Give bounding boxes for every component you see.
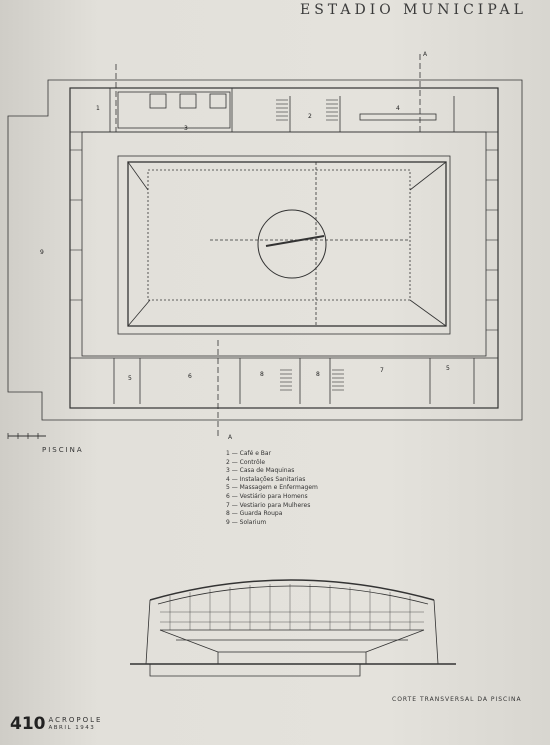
magazine-title: ACROPOLE (48, 716, 103, 724)
legend-item: 3 — Casa de Maquinas (226, 467, 295, 475)
pool-basin (127, 161, 447, 327)
pool-section (217, 651, 367, 665)
room-number: 7 (380, 367, 384, 374)
room-number: 8 (260, 371, 264, 378)
inner-ring (81, 131, 487, 357)
diving-well (257, 209, 327, 279)
legend-item: 4 — Instalações Sanitarias (226, 475, 306, 483)
legend-item: 2 — Contrôle (226, 458, 266, 466)
room-number: 8 (316, 371, 320, 378)
equipment (209, 93, 227, 109)
legend-item: 9 — Solarium (226, 518, 267, 526)
legend-item: 1 — Café e Bar (226, 450, 272, 457)
pool-diagonal (127, 161, 149, 191)
side-cabins (70, 149, 498, 331)
stairs-bottom (280, 369, 344, 391)
room-legend: 1 — Café e Bar 2 — Contrôle 3 — Casa de … (226, 450, 376, 527)
room-number: 1 (96, 105, 100, 112)
page-number: 410 (10, 714, 46, 734)
cross-section-drawing (130, 579, 456, 677)
equipment (149, 93, 167, 109)
stands-left (159, 629, 219, 653)
section-caption: CORTE TRANSVERSAL DA PISCINA (392, 696, 522, 703)
roof-arch (149, 579, 435, 601)
stands-right (365, 629, 425, 653)
pool-diagonal (127, 299, 151, 327)
section-marker-top: A (423, 51, 428, 58)
legend-item: 5 — Massagem e Enfermagem (226, 484, 318, 492)
stairs-top (276, 99, 338, 121)
building-outline (69, 87, 499, 409)
site-outline (7, 79, 523, 421)
section-marker-bottom: A (228, 434, 233, 441)
pool-label: PISCINA (42, 446, 84, 454)
room-number: 5 (446, 365, 450, 372)
room-number: 9 (40, 249, 44, 256)
pool-deck (117, 155, 451, 335)
foundation (149, 664, 361, 677)
legend-item: 6 — Vestiário para Homens (226, 492, 308, 500)
pool-inner (147, 169, 411, 301)
equipment (179, 93, 197, 109)
room-number: 3 (184, 125, 188, 132)
magazine-name: ACROPOLE ABRIL 1943 (49, 716, 103, 732)
legend-item: 8 — Guarda Roupa (226, 510, 283, 518)
pool-diagonal (409, 161, 447, 191)
room-number: 2 (308, 113, 312, 120)
room-number: 5 (128, 375, 132, 382)
counter (359, 113, 437, 121)
room-number: 6 (188, 373, 192, 380)
room-number: 4 (396, 105, 400, 112)
issue-date: ABRIL 1943 (48, 725, 96, 731)
page-footer: 410 ACROPOLE ABRIL 1943 (10, 716, 102, 733)
pool-diagonal (409, 299, 447, 327)
page-title: ESTADIO MUNICIPAL (300, 2, 527, 18)
machine-room (117, 91, 231, 129)
diving-board (265, 235, 325, 247)
legend-item: 7 — Vestiario para Mulheres (226, 501, 311, 509)
